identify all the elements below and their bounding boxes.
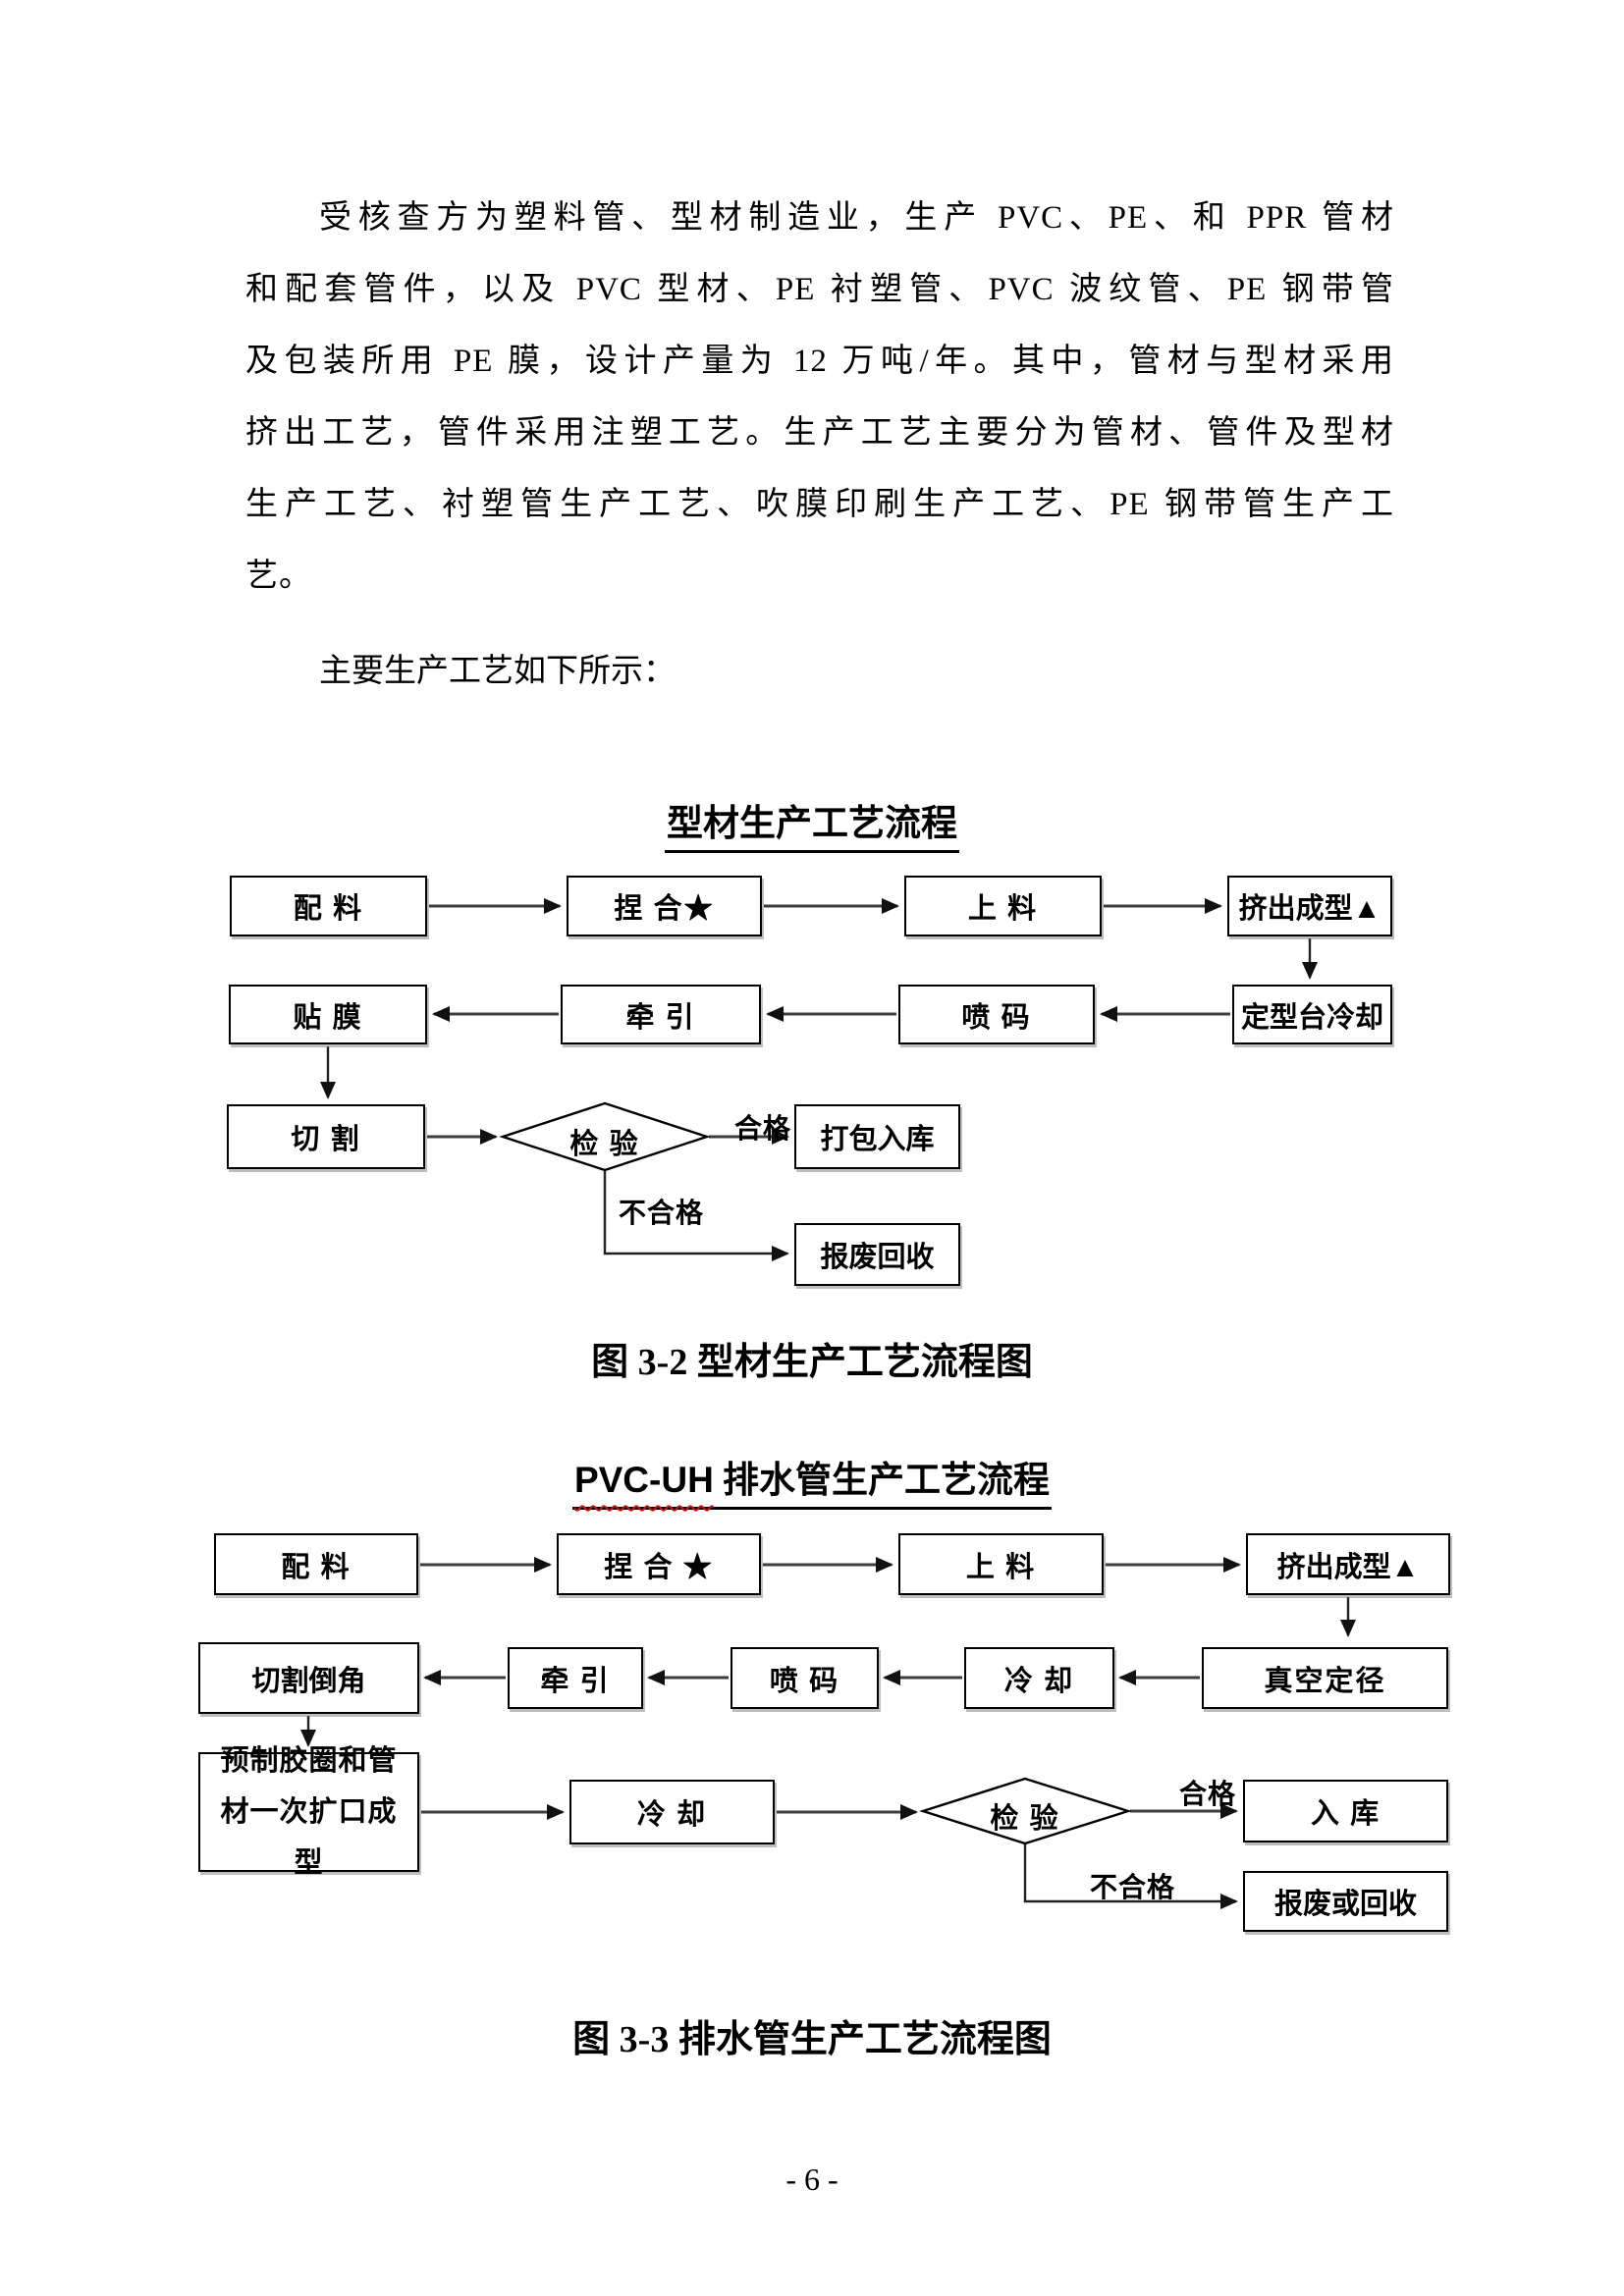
node-kneading: 捏 合 ★ [557, 1533, 761, 1595]
node-cutting: 切 割 [227, 1104, 425, 1169]
text-line: 和配套管件，以及 PVC 型材、PE 衬塑管、PVC 波纹管、PE 钢带管 [245, 272, 1394, 307]
node-batching: 配 料 [214, 1533, 418, 1595]
node-cut-chamfer: 切割倒角 [198, 1642, 419, 1714]
node-inspection-label: 检 验 [990, 1803, 1060, 1835]
page-number: - 6 - [785, 2162, 839, 2197]
node-inkjet-coding: 喷 码 [731, 1647, 879, 1709]
node-packing-warehousing: 打包入库 [794, 1104, 960, 1169]
node-inkjet-coding: 喷 码 [898, 985, 1095, 1044]
node-cooling: 冷 却 [964, 1647, 1114, 1709]
text-line: 挤出工艺，管件采用注塑工艺。生产工艺主要分为管材、管件及型材 [245, 415, 1394, 451]
node-scrap-or-recycling: 报废或回收 [1243, 1871, 1448, 1932]
node-warehousing: 入 库 [1243, 1780, 1448, 1842]
chart2-title: PVC-UH 排水管生产工艺流程 [0, 1450, 1624, 1510]
node-batching: 配 料 [230, 876, 427, 936]
intro-paragraph: 受核查方为塑料管、型材制造业，生产 PVC、PE、和 PPR 管材 和配套管件，… [245, 183, 1394, 613]
chart2-caption: 图 3-3 排水管生产工艺流程图 [572, 2019, 1052, 2060]
node-film-lamination: 贴 膜 [229, 985, 427, 1044]
fail-label: 不合格 [619, 1199, 705, 1229]
lead-in-paragraph: 主要生产工艺如下所示： [319, 654, 676, 689]
node-vacuum-sizing: 真空定径 [1202, 1647, 1448, 1709]
node-loading: 上 料 [904, 876, 1102, 936]
text-line: 艺。 [245, 559, 312, 594]
pass-label: 合格 [1178, 1780, 1236, 1810]
chart1-title: 型材生产工艺流程 [0, 793, 1624, 853]
node-shaping-table-cooling: 定型台冷却 [1232, 985, 1392, 1044]
node-traction: 牵 引 [561, 985, 761, 1044]
text-line: 生产工艺、衬塑管生产工艺、吹膜印刷生产工艺、PE 钢带管生产工 [245, 487, 1394, 522]
node-inspection-label: 检 验 [569, 1129, 640, 1160]
node-preformed-ring-socket-forming: 预制胶圈和管材一次扩口成型 [198, 1745, 419, 1879]
chart2-title-prefix: PVC-UH [573, 1460, 714, 1500]
chart2-title-rest: 排水管生产工艺流程 [713, 1461, 1051, 1501]
node-scrap-recycling: 报废回收 [794, 1223, 960, 1286]
fail-label: 不合格 [1090, 1873, 1176, 1903]
node-kneading: 捏 合★ [567, 876, 762, 936]
node-extrusion: 挤出成型▲ [1246, 1533, 1450, 1595]
chart1-caption: 图 3-2 型材生产工艺流程图 [591, 1342, 1033, 1383]
node-traction: 牵 引 [508, 1647, 643, 1709]
text-line: 受核查方为塑料管、型材制造业，生产 PVC、PE、和 PPR 管材 [319, 200, 1394, 236]
text-line: 及包装所用 PE 膜，设计产量为 12 万吨/年。其中，管材与型材采用 [245, 344, 1394, 379]
node-extrusion: 挤出成型▲ [1227, 876, 1392, 936]
node-loading: 上 料 [898, 1533, 1104, 1595]
node-cooling-2: 冷 却 [569, 1780, 775, 1844]
